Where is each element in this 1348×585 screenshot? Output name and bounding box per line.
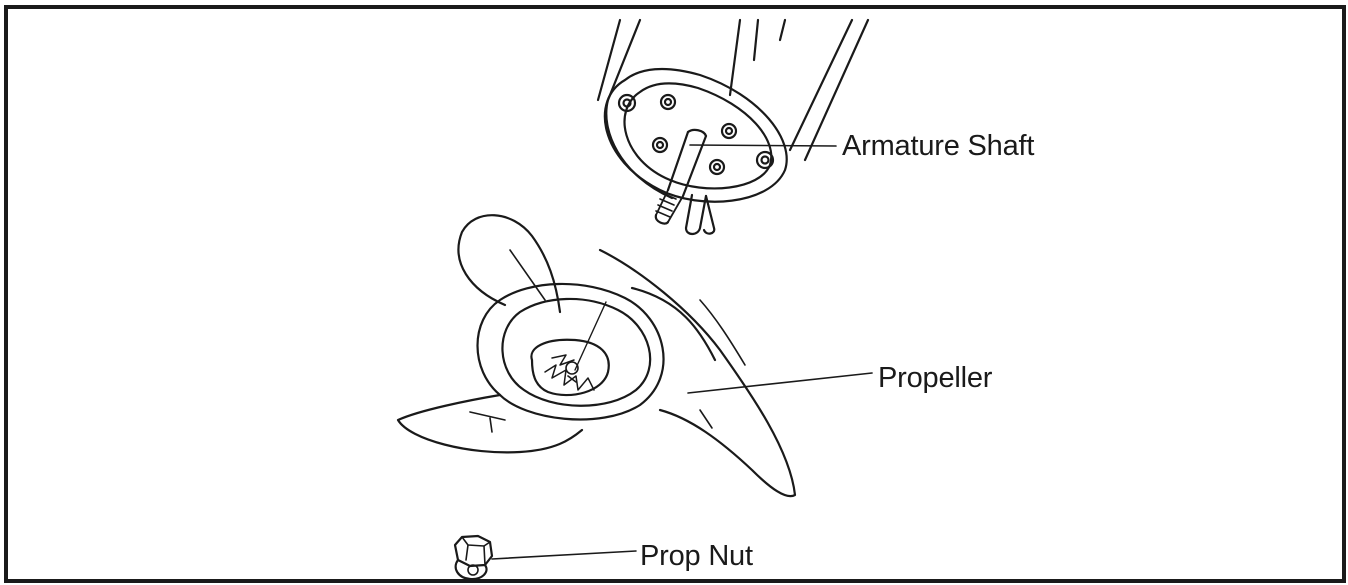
motor-housing [596, 18, 870, 203]
endcap-screws [617, 93, 775, 176]
leader-propeller [687, 372, 873, 394]
callout-prop-nut: Prop Nut [640, 540, 753, 572]
propeller [396, 214, 797, 498]
callout-armature-shaft: Armature Shaft [842, 130, 1035, 162]
callout-propeller: Propeller [878, 362, 993, 394]
armature-shaft [654, 128, 716, 236]
prop-nut [453, 534, 494, 581]
leader-prop-nut [491, 550, 637, 560]
leader-armature-shaft [689, 144, 837, 147]
